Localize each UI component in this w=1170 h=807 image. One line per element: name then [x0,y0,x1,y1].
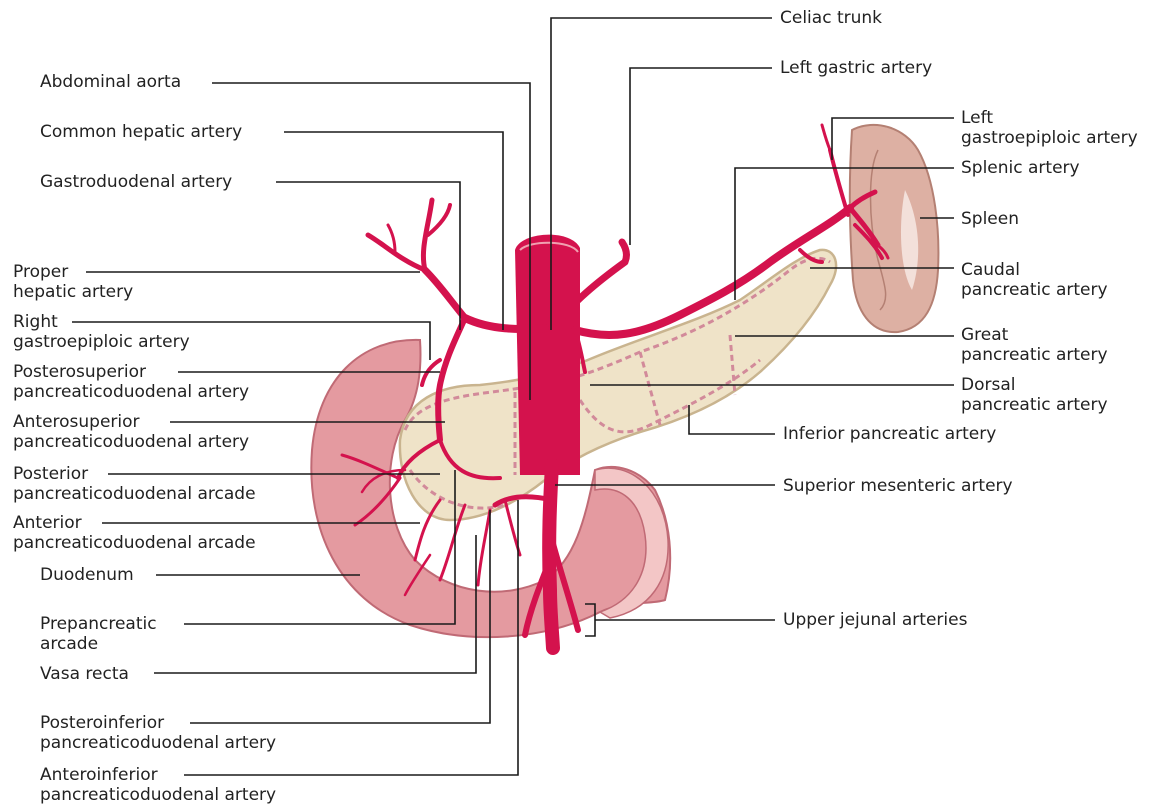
label-gastroduodenal-artery: Gastroduodenal artery [40,172,232,192]
label-celiac-trunk: Celiac trunk [780,8,882,28]
label-splenic-artery: Splenic artery [961,158,1080,178]
leader-vasa-recta [154,535,476,673]
leader-abdominal-aorta [212,83,530,400]
label-common-hepatic-artery: Common hepatic artery [40,122,242,142]
label-superior-mesenteric-artery: Superior mesenteric artery [783,476,1013,496]
label-vasa-recta: Vasa recta [40,664,129,684]
leader-left-gastric-artery [630,68,772,245]
label-abdominal-aorta: Abdominal aorta [40,72,181,92]
leader-upper-jejunal-arteries [585,604,775,636]
label-left-gastric-artery: Left gastric artery [780,58,932,78]
leader-left-gastroepiploic-artery [832,118,954,160]
leader-celiac-trunk [551,18,772,330]
leader-common-hepatic-artery [284,132,503,330]
leader-gastroduodenal-artery [276,182,460,330]
label-duodenum: Duodenum [40,565,134,585]
leader-splenic-artery [735,168,954,300]
label-upper-jejunal-arteries: Upper jejunal arteries [783,610,967,630]
leader-inferior-pancreatic-artery [689,405,775,434]
label-spleen: Spleen [961,209,1019,229]
label-inferior-pancreatic-artery: Inferior pancreatic artery [783,424,996,444]
